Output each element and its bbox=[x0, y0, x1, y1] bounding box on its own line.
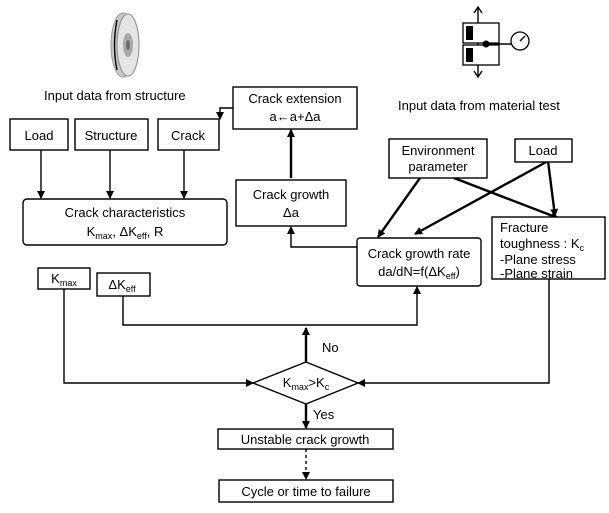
crack-growth-rate-title: Crack growth rate bbox=[368, 246, 471, 261]
material-test-specimen-icon bbox=[462, 5, 530, 79]
fracture-toughness-box: Fracture toughness : Kc -Plane stress -P… bbox=[491, 216, 606, 281]
delta-keff-box: ΔKeff bbox=[96, 272, 151, 297]
material-input-heading: Input data from material test bbox=[398, 98, 560, 113]
fracture-toughness-line4: -Plane strain bbox=[500, 266, 573, 281]
environment-parameter-line1: Environment bbox=[402, 143, 475, 158]
crack-input-box: Crack bbox=[157, 118, 220, 151]
kmax-box: Kmax bbox=[37, 267, 91, 290]
crack-growth-box: Crack growth Δa bbox=[235, 179, 347, 227]
wheel-structure-icon bbox=[110, 12, 140, 78]
fracture-toughness-line2: toughness : Kc bbox=[500, 236, 585, 253]
fracture-toughness-line3: -Plane stress bbox=[500, 252, 576, 267]
cycle-time-failure-box: Cycle or time to failure bbox=[218, 479, 394, 503]
crack-growth-rate-box: Crack growth rate da/dN=f(ΔKeff) bbox=[356, 237, 482, 287]
crack-extension-box: Crack extension a←a+Δa bbox=[232, 86, 358, 130]
crack-extension-formula: a←a+Δa bbox=[270, 109, 322, 124]
cycle-time-failure-label: Cycle or time to failure bbox=[241, 484, 370, 499]
crack-input-label: Crack bbox=[171, 128, 205, 143]
crack-growth-rate-formula: da/dN=f(ΔKeff) bbox=[378, 264, 460, 281]
structure-input-heading: Input data from structure bbox=[44, 88, 186, 103]
load-input-box: Load bbox=[9, 118, 69, 151]
decision-diamond: Kmax>Kc bbox=[251, 361, 360, 405]
unstable-crack-growth-label: Unstable crack growth bbox=[241, 432, 370, 447]
load-input-label: Load bbox=[25, 128, 54, 143]
load-material-box: Load bbox=[514, 138, 573, 163]
no-label: No bbox=[322, 340, 339, 355]
crack-characteristics-title: Crack characteristics bbox=[65, 205, 186, 220]
structure-input-box: Structure bbox=[74, 118, 149, 151]
crack-growth-formula: Δa bbox=[283, 205, 300, 220]
crack-growth-title: Crack growth bbox=[253, 187, 330, 202]
environment-parameter-line2: parameter bbox=[408, 159, 468, 174]
fracture-toughness-line1: Fracture bbox=[500, 220, 548, 235]
unstable-crack-growth-box: Unstable crack growth bbox=[217, 428, 394, 450]
structure-input-label: Structure bbox=[85, 128, 138, 143]
crack-extension-title: Crack extension bbox=[248, 91, 341, 106]
load-material-label: Load bbox=[529, 143, 558, 158]
environment-parameter-box: Environment parameter bbox=[388, 138, 488, 179]
crack-characteristics-box: Crack characteristics Kmax, ΔKeff, R bbox=[22, 198, 228, 246]
yes-label: Yes bbox=[313, 407, 335, 422]
connectors bbox=[37, 107, 559, 480]
